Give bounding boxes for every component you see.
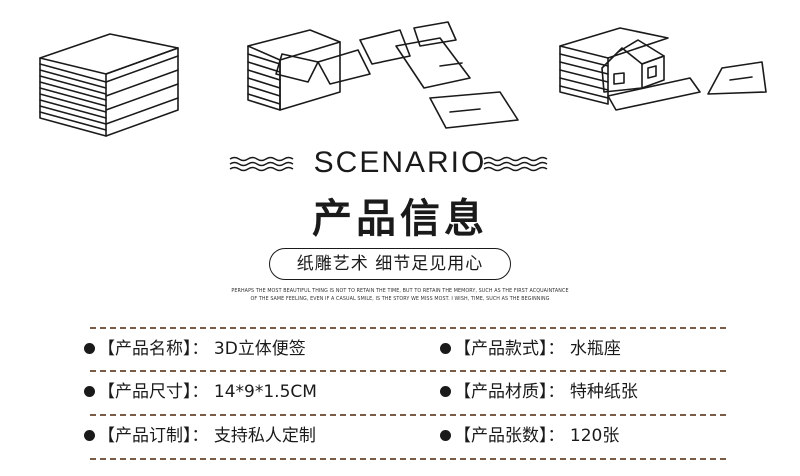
- divider: [90, 370, 726, 372]
- spec-colon: ：: [191, 426, 209, 446]
- bullet-icon: [440, 342, 451, 354]
- bullet-icon: [84, 342, 95, 354]
- divider: [90, 327, 726, 329]
- spec-value: 120张: [569, 426, 620, 446]
- spec-label: 【产品名称】: [98, 339, 192, 359]
- spec-value: 水瓶座: [569, 339, 621, 359]
- divider: [90, 414, 726, 416]
- divider: [90, 458, 726, 460]
- bullet-icon: [84, 429, 95, 441]
- spec-colon: ：: [547, 426, 565, 446]
- spec-colon: ：: [547, 382, 565, 402]
- spec-value: 支持私人定制: [213, 426, 316, 446]
- bullet-icon: [440, 429, 451, 441]
- spec-item-custom: 【产品订制】： 支持私人定制: [84, 421, 316, 451]
- spec-label: 【产品订制】: [98, 426, 192, 446]
- flying-notes-icon: [247, 21, 519, 129]
- spec-colon: ：: [191, 339, 209, 359]
- tagline-line-1: PERHAPS THE MOST BEAUTIFUL THING IS NOT …: [231, 289, 569, 294]
- page-title: 产品信息: [312, 196, 488, 242]
- house-notes-icon: [559, 27, 767, 111]
- spec-row: 【产品尺寸】： 14*9*1.5CM 【产品材质】： 特种纸张: [0, 377, 800, 407]
- spec-value: 3D立体便签: [213, 339, 306, 359]
- spec-colon: ：: [547, 339, 565, 359]
- spec-row: 【产品订制】： 支持私人定制 【产品张数】： 120张: [0, 421, 800, 451]
- spec-item-material: 【产品材质】： 特种纸张: [440, 377, 638, 407]
- wave-ornament-right-icon: [483, 156, 548, 172]
- spec-item-name: 【产品名称】： 3D立体便签: [84, 334, 306, 364]
- slogan-badge: 纸雕艺术 细节足见用心: [269, 248, 511, 280]
- spec-label: 【产品尺寸】: [98, 382, 192, 402]
- bullet-icon: [440, 385, 451, 397]
- bullet-icon: [84, 385, 95, 397]
- spec-colon: ：: [191, 382, 209, 402]
- spec-label: 【产品张数】: [454, 426, 548, 446]
- note-paper-illustration: [39, 21, 767, 137]
- spec-item-style: 【产品款式】： 水瓶座: [440, 334, 621, 364]
- spec-row: 【产品名称】： 3D立体便签 【产品款式】： 水瓶座: [0, 334, 800, 364]
- spec-item-sheets: 【产品张数】： 120张: [440, 421, 619, 451]
- scenario-heading: SCENARIO: [313, 146, 487, 179]
- paper-stack-icon: [39, 33, 179, 137]
- spec-value: 14*9*1.5CM: [213, 382, 317, 402]
- spec-item-size: 【产品尺寸】： 14*9*1.5CM: [84, 377, 317, 407]
- spec-label: 【产品款式】: [454, 339, 548, 359]
- spec-label: 【产品材质】: [454, 382, 548, 402]
- wave-ornament-left-icon: [229, 156, 294, 172]
- spec-value: 特种纸张: [569, 382, 638, 402]
- tagline-line-2: OF THE SAME FEELING, EVEN IF A CASUAL SM…: [250, 297, 550, 302]
